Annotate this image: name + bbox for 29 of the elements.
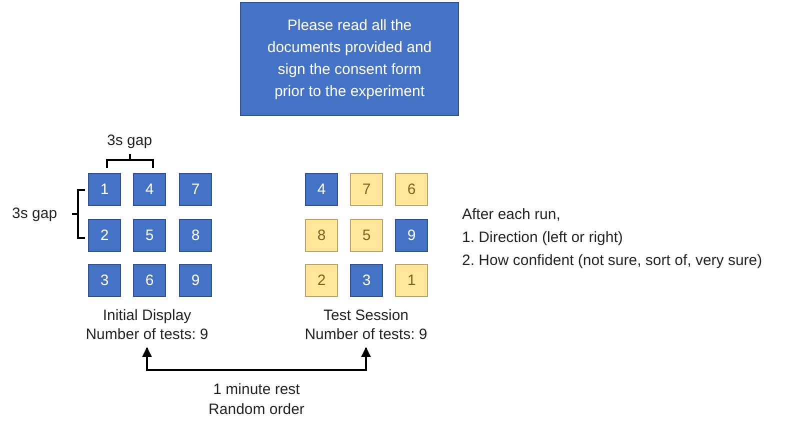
list-item: 1. Direction (left or right) bbox=[462, 229, 623, 246]
arrow bbox=[142, 347, 371, 371]
number-tile: 6 bbox=[133, 264, 166, 297]
gap-label: 3s gap bbox=[107, 132, 152, 149]
gap-label: 3s gap bbox=[12, 205, 58, 222]
instruction-box: Please read all the documents provided and sign the consent form prior to the experiment bbox=[240, 2, 459, 116]
number-tile: 2 bbox=[88, 219, 121, 252]
number-tile: 8 bbox=[305, 219, 338, 252]
number-tile: 6 bbox=[395, 173, 428, 206]
number-tile: 4 bbox=[305, 173, 338, 206]
caption-text: Number of tests: 9 bbox=[84, 325, 210, 344]
number-tile: 1 bbox=[395, 264, 428, 297]
number-tile: 9 bbox=[179, 264, 212, 297]
number-tile: 7 bbox=[179, 173, 212, 206]
number-tile: 3 bbox=[88, 264, 121, 297]
number-tile: 3 bbox=[350, 264, 383, 297]
caption-title: Initial Display bbox=[102, 306, 192, 325]
number-tile: 5 bbox=[350, 219, 383, 252]
note-heading: After each run, bbox=[462, 206, 560, 223]
number-tile: 1 bbox=[88, 173, 121, 206]
caption-text: Number of tests: 9 bbox=[304, 325, 428, 344]
list-item: 2. How confident (not sure, sort of, very sure) bbox=[462, 252, 762, 269]
number-tile: 9 bbox=[395, 219, 428, 252]
number-tile: 4 bbox=[133, 173, 166, 206]
number-tile: 5 bbox=[133, 219, 166, 252]
number-tile: 8 bbox=[179, 219, 212, 252]
caption-title: Test Session bbox=[322, 306, 410, 325]
number-tile: 7 bbox=[350, 173, 383, 206]
number-tile: 2 bbox=[305, 264, 338, 297]
